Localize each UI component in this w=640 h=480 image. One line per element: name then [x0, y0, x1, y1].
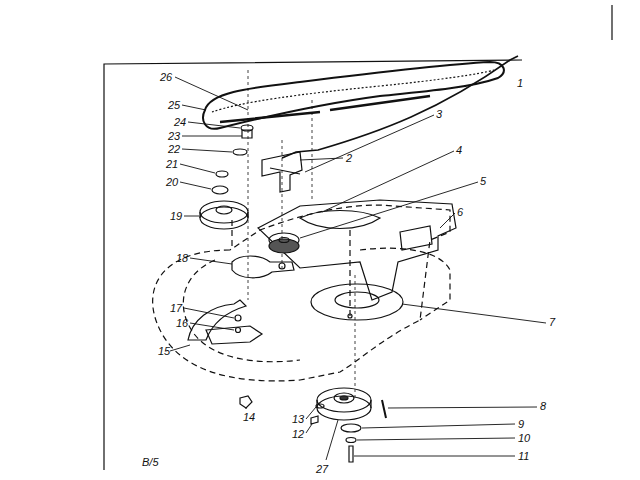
callout-number: 19: [170, 210, 182, 222]
axis-line: [248, 70, 355, 400]
callout-number: 22: [168, 143, 180, 155]
callout-number: 1: [517, 77, 523, 89]
pulley: [200, 201, 248, 229]
callout-number: 13: [292, 413, 304, 425]
washer: [212, 186, 228, 194]
pulley: [269, 233, 299, 253]
belt-guide: [220, 96, 430, 122]
callout-number: 27: [316, 463, 328, 475]
bolt-head: [241, 125, 253, 131]
callout-number: 17: [170, 302, 182, 314]
nut: [311, 416, 318, 424]
nut: [216, 171, 228, 177]
bolt: [349, 446, 353, 462]
callout-number: 14: [243, 411, 255, 423]
arm: [206, 326, 262, 344]
callout-number: 4: [456, 144, 462, 156]
deck-plate: [258, 200, 456, 300]
callout-number: B/5: [142, 456, 159, 468]
leader-line: [170, 77, 546, 460]
callout-number: 21: [166, 158, 178, 170]
washer: [233, 149, 247, 155]
callout-number: 12: [292, 428, 304, 440]
callout-number: 18: [176, 252, 188, 264]
bushing: [236, 328, 241, 333]
bracket: [270, 168, 300, 174]
callout-number: 8: [540, 400, 546, 412]
control-rod: [282, 56, 518, 158]
deck-outline: [153, 205, 450, 381]
washer: [316, 404, 324, 408]
nut: [240, 396, 252, 408]
callout-number: 11: [518, 450, 529, 462]
callout-number: 9: [518, 418, 524, 430]
callout-number: 6: [457, 206, 463, 218]
idler-arm: [232, 256, 294, 278]
frame-line: [611, 5, 612, 40]
washer: [346, 438, 356, 443]
callout-number: 3: [436, 108, 442, 120]
stud: [279, 263, 285, 269]
bushing: [235, 315, 241, 321]
callout-number: 25: [168, 99, 180, 111]
pulley: [317, 388, 371, 420]
spacer-plate: [311, 284, 403, 320]
callout-number: 20: [166, 176, 178, 188]
bracket: [400, 226, 432, 250]
callout-number: 2: [346, 152, 352, 164]
callout-number: 16: [176, 317, 188, 329]
callout-number: 26: [160, 71, 172, 83]
callout-number: 23: [168, 130, 180, 142]
callout-number: 5: [480, 175, 486, 187]
bolt: [382, 400, 386, 418]
callout-number: 15: [158, 345, 170, 357]
callout-number: 24: [174, 116, 186, 128]
washer: [341, 424, 361, 432]
arm: [188, 300, 246, 340]
callout-number: 10: [518, 432, 530, 444]
frame-line: [104, 60, 522, 470]
callout-number: 7: [549, 316, 555, 328]
